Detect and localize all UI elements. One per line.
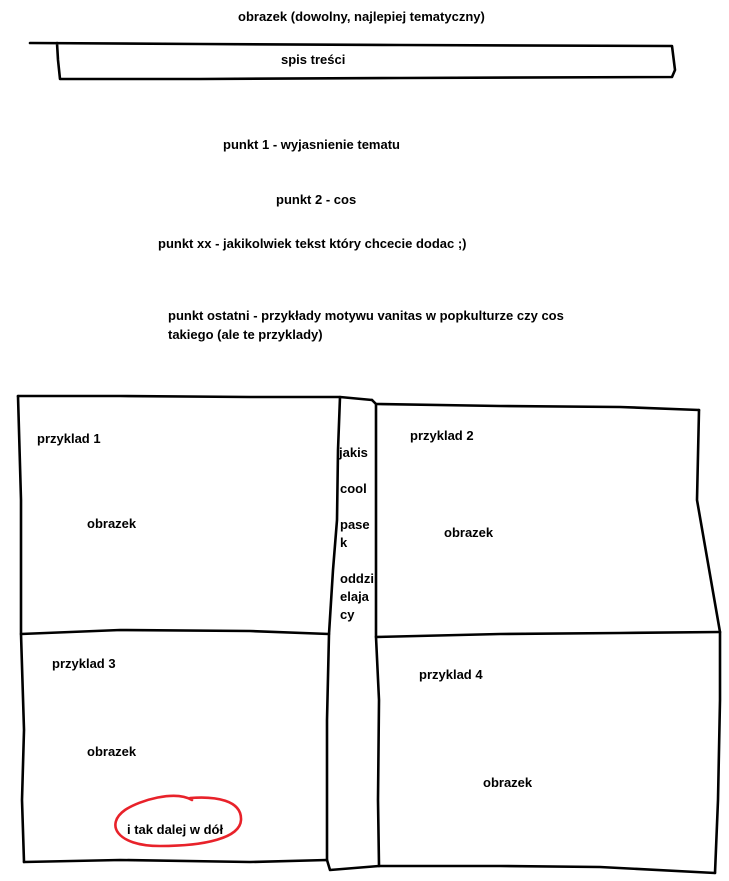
right-cell-divider	[374, 630, 722, 639]
section-point-last-line-2: takiego (ale te przyklady)	[168, 327, 323, 342]
divider-strip-word: jakis	[339, 445, 368, 460]
section-point-2: punkt 2 - cos	[276, 192, 357, 207]
divider-strip-word: oddzi	[340, 571, 374, 586]
strip-right-edge	[370, 398, 381, 868]
grid-right-edge	[695, 408, 722, 875]
example-1-title: przyklad 1	[37, 431, 101, 446]
header-image-note: obrazek (dowolny, najlepiej tematyczny)	[238, 9, 485, 24]
example-3-title: przyklad 3	[52, 656, 116, 671]
section-point-last-line-1: punkt ostatni - przykłady motywu vanitas…	[168, 308, 564, 323]
example-4-title: przyklad 4	[419, 667, 483, 682]
grid-left-edge	[16, 394, 26, 864]
divider-strip-word: elaja	[340, 589, 369, 604]
grid-bottom-edge	[22, 858, 717, 875]
section-point-xx: punkt xx - jakikolwiek tekst który chcec…	[158, 236, 467, 251]
example-4-image-placeholder: obrazek	[483, 775, 533, 790]
grid-top-right-edge	[374, 402, 701, 412]
section-point-1: punkt 1 - wyjasnienie tematu	[223, 137, 400, 152]
divider-strip-word: pase	[340, 517, 370, 532]
example-3-image-placeholder: obrazek	[87, 744, 137, 759]
toc-bar-outline	[28, 41, 677, 81]
left-cell-divider	[19, 628, 331, 636]
divider-strip-word: cy	[340, 607, 355, 622]
continuation-note: i tak dalej w dół	[127, 822, 224, 837]
divider-strip-word: cool	[340, 481, 367, 496]
strip-left-edge	[325, 395, 342, 862]
example-1-image-placeholder: obrazek	[87, 516, 137, 531]
divider-strip-word: k	[340, 535, 348, 550]
grid-top-left-edge	[16, 394, 374, 402]
example-2-image-placeholder: obrazek	[444, 525, 494, 540]
toc-label: spis treści	[281, 52, 346, 67]
highlight-circle	[114, 794, 243, 848]
example-2-title: przyklad 2	[410, 428, 474, 443]
